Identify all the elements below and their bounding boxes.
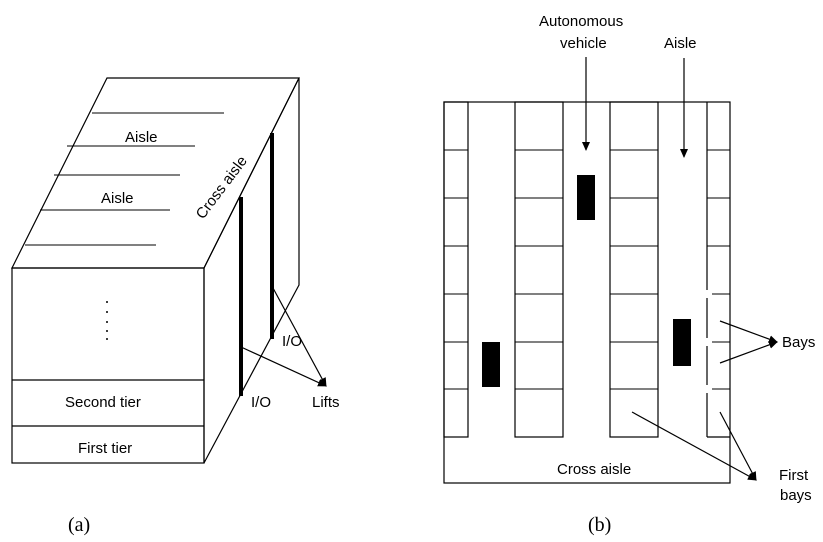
autonomous-vehicle [577,175,595,220]
label-first-tier: First tier [78,440,132,457]
first-bays-arrow [719,411,757,481]
label-aisle-top: Aisle [125,129,158,146]
bays-arrow [719,320,778,343]
label-second-tier: Second tier [65,394,141,411]
label-vehicle: vehicle [560,35,607,52]
ellipsis-dots [106,301,108,340]
label-io-lower: I/O [251,394,271,411]
rack-column [443,101,469,438]
label-bays-first: bays [780,487,812,504]
layout-frame [443,101,731,484]
label-lifts: Lifts [312,394,340,411]
label-bays: Bays [782,334,815,351]
lifts-arrow [240,346,327,387]
bays-arrow [719,341,778,364]
label-aisle-mid: Aisle [101,190,134,207]
first-bays-arrow [631,411,757,481]
rack-column [514,101,564,438]
rack-column [706,102,730,438]
label-cross-aisle-b: Cross aisle [557,461,631,478]
rack-front-face [11,267,205,464]
caption-a: (a) [68,514,90,536]
diagram-a: Aisle Aisle Cross aisle Second tier Firs… [11,77,340,536]
rack-side-face [203,77,300,464]
label-io-upper: I/O [282,333,302,350]
caption-b: (b) [588,514,611,536]
autonomous-vehicle [482,342,500,387]
lifts-arrow [272,287,327,387]
label-autonomous: Autonomous [539,13,623,30]
autonomous-vehicle [673,319,691,366]
label-aisle-b: Aisle [664,35,697,52]
rack-top-face [11,77,300,269]
label-first: First [779,467,809,484]
diagram-b: Autonomous vehicle Aisle Bays Cross aisl… [443,13,815,536]
rack-column [609,101,659,438]
